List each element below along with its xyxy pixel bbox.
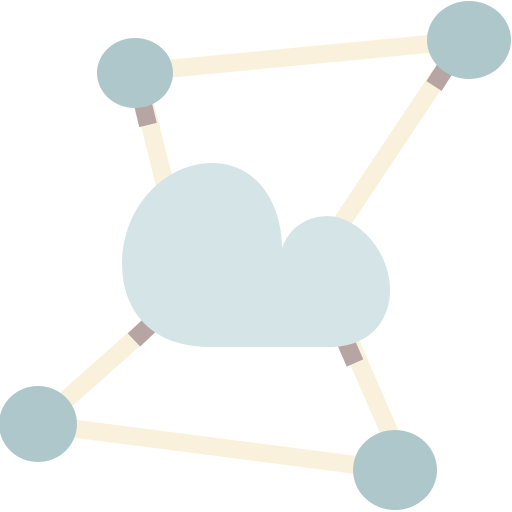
cloud-shape	[122, 162, 390, 347]
link-top-left-top-right	[134, 31, 471, 81]
link-top-right-cloud	[322, 70, 448, 245]
node-top-left	[97, 38, 173, 108]
node-top-right	[427, 1, 511, 79]
link-bottom-left-bottom-right	[36, 415, 397, 479]
node-bottom-right	[353, 430, 437, 510]
node-bottom-left	[0, 386, 77, 462]
